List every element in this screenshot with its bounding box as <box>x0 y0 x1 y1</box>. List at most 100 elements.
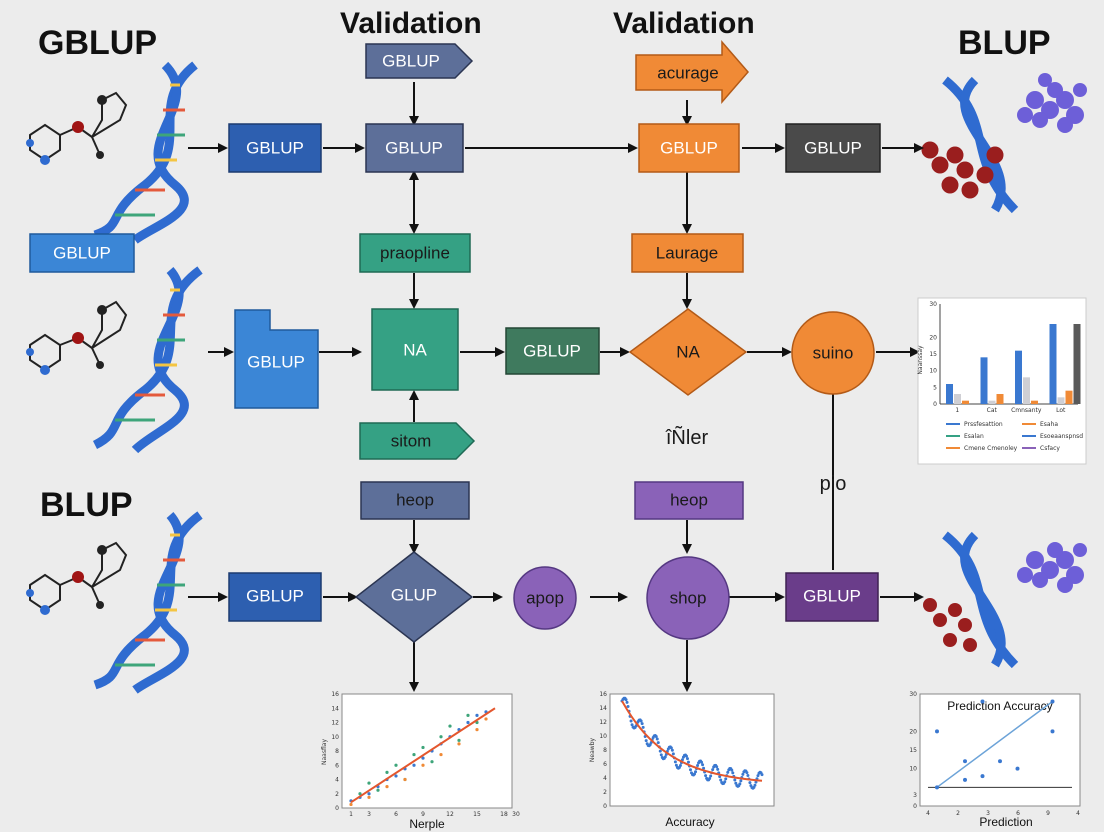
dna-molecule-illustration-top-left <box>26 61 198 244</box>
node-gblup-blue-row1[interactable]: GBLUP <box>228 123 322 173</box>
y-tick-label: 8 <box>603 747 607 754</box>
scatter-point <box>626 704 630 708</box>
scatter-point <box>719 778 723 782</box>
scatter-point <box>746 773 750 777</box>
dna-molecule-illustration-bottom-left <box>26 511 203 694</box>
node-gblup-label-left[interactable]: GBLUP <box>29 233 135 273</box>
bar <box>1057 397 1065 404</box>
molecule-icon <box>26 541 128 615</box>
node-na-square[interactable]: NA <box>371 308 459 391</box>
x-tick-label: 18 <box>500 811 508 818</box>
legend-label: Esalan <box>964 433 984 440</box>
legend-label: Esaha <box>1040 421 1058 428</box>
scatter-point <box>394 774 398 778</box>
dna-helix-icon <box>92 266 203 454</box>
scatter-point <box>358 792 362 796</box>
node-top-arrow-acurage[interactable]: acuragе <box>635 39 749 105</box>
scatter-point <box>715 765 719 769</box>
scatter-point <box>704 774 708 778</box>
scatter-point <box>684 754 688 758</box>
node-na-diamond[interactable]: NA <box>628 308 748 396</box>
bar <box>1023 377 1030 404</box>
scatter-point <box>673 760 677 764</box>
x-tick-label: 3 <box>986 810 990 817</box>
scatter-point <box>439 735 443 739</box>
node-shop-circle[interactable]: shop <box>646 556 730 640</box>
scatter-point <box>349 802 353 807</box>
trend-line <box>621 700 763 782</box>
node-gblup-orange-row1[interactable]: GBLUP <box>638 123 740 173</box>
scatter-point <box>739 779 743 783</box>
scatter-point <box>656 741 660 745</box>
scatter-point <box>412 752 416 757</box>
node-suino-circle[interactable]: suino <box>791 311 875 395</box>
trend-line <box>350 707 496 804</box>
trend-line <box>936 700 1053 788</box>
dna-helix-icon <box>93 511 203 694</box>
scatter-point <box>716 767 720 771</box>
node-label: sitom <box>391 432 432 451</box>
node-gblup-dark-row1[interactable]: GBLUP <box>785 123 881 173</box>
scatter-point <box>718 775 722 779</box>
peptide-chain-icon <box>923 598 977 652</box>
node-gblup-folder[interactable]: GBLUP <box>234 309 319 409</box>
x-tick-label: 2 <box>956 810 960 817</box>
bar <box>1073 324 1081 404</box>
y-tick-label: 0 <box>913 803 917 810</box>
node-glup-diamond[interactable]: GLUP <box>354 551 474 643</box>
node-label: NA <box>403 341 427 360</box>
scatter-point <box>702 766 706 770</box>
scatter-point <box>394 763 398 767</box>
scatter-point <box>475 728 479 732</box>
bar <box>1015 350 1022 404</box>
bar <box>988 400 996 404</box>
bar <box>954 394 961 404</box>
y-tick-label: 14 <box>599 705 607 712</box>
scatter-point <box>733 778 737 782</box>
scatter-point <box>624 698 628 702</box>
scatter-point <box>694 770 698 774</box>
node-praopline[interactable]: praopline <box>359 233 471 273</box>
node-label: NA <box>676 343 700 362</box>
y-tick-label: 4 <box>603 775 607 782</box>
x-tick-label: 1 <box>349 811 353 818</box>
node-laurage[interactable]: Laurage <box>631 233 744 273</box>
legend-label: Cmene Cmenoley <box>964 445 1018 452</box>
node-top-arrow-gblup[interactable]: GBLUP <box>365 43 474 79</box>
y-tick-label: 12 <box>331 720 339 727</box>
node-sitom-arrow[interactable]: sitom <box>359 422 476 460</box>
node-heop-left[interactable]: heop <box>360 481 470 520</box>
scatter-point <box>630 723 634 727</box>
scatter-point <box>367 795 371 799</box>
node-label: GBLUP <box>385 139 443 158</box>
node-gblup-blue-row5[interactable]: GBLUP <box>228 572 322 622</box>
heading-top-right: BLUP <box>958 24 1051 62</box>
y-tick-label: 15 <box>929 351 937 358</box>
node-label: GLUP <box>391 586 437 605</box>
bar <box>996 394 1004 404</box>
node-gblup-green[interactable]: GBLUP <box>505 327 600 375</box>
scatter-point <box>654 735 658 739</box>
scatter-point <box>659 753 663 757</box>
y-tick-label: 4 <box>335 777 339 784</box>
node-apop-circle[interactable]: apop <box>513 566 577 630</box>
x-tick-label: 6 <box>394 811 398 818</box>
node-gblup-purple[interactable]: GBLUP <box>785 572 879 622</box>
x-tick-label: 9 <box>421 811 425 818</box>
y-tick-label: 5 <box>933 384 937 391</box>
y-tick-label: 3 <box>913 792 917 799</box>
node-gblup-slate-row1[interactable]: GBLUP <box>365 123 464 173</box>
node-label: GBLUP <box>804 139 862 158</box>
scatter-point <box>639 719 643 723</box>
bar <box>962 400 969 404</box>
x-tick-label: 9 <box>1046 810 1050 817</box>
garbled-text: îÑlеr <box>665 425 709 449</box>
y-tick-label: 10 <box>331 734 339 741</box>
scatter-point <box>629 719 633 723</box>
legend-label: Esoeaanspnsd <box>1040 433 1083 440</box>
protein-cluster-icon <box>1017 73 1087 133</box>
y-axis-label: Naasflay <box>321 739 328 765</box>
node-heop-right[interactable]: heop <box>634 481 744 520</box>
